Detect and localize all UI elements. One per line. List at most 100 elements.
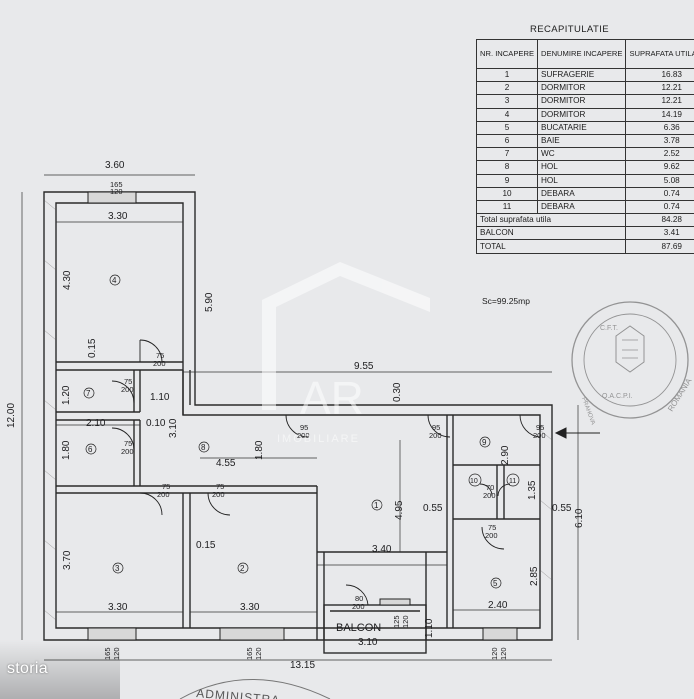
dim-340: 3.40	[372, 544, 392, 555]
dim-hall-length: 9.55	[354, 361, 374, 372]
windows	[87, 191, 518, 641]
stamp-cft: C.F.T.	[600, 325, 618, 332]
recap-cell-suprafata: 0.74	[625, 186, 694, 201]
svg-text:120: 120	[499, 647, 508, 660]
total-value: 87.69	[625, 239, 694, 254]
recap-cell-suprafata: 9.62	[625, 160, 694, 175]
room-number-5: 5	[493, 579, 498, 588]
door-label-entrance: 95	[536, 423, 544, 432]
recap-cell-denumire: BAIE	[537, 133, 627, 149]
storia-brand-logo: storia	[7, 660, 48, 677]
svg-text:200: 200	[297, 431, 310, 440]
svg-text:200: 200	[153, 359, 166, 368]
svg-text:200: 200	[121, 447, 134, 456]
recap-cell-suprafata: 16.83	[625, 67, 694, 83]
recap-cell-denumire: DORMITOR	[537, 81, 627, 96]
svg-text:200: 200	[429, 431, 442, 440]
window-label-balcon: 125	[392, 615, 401, 628]
dim-135: 1.35	[527, 480, 538, 500]
recap-cell-nr: 3	[475, 94, 539, 109]
recap-table: NR. INCAPERE DENUMIRE INCAPERE SUPRAFATA…	[475, 39, 694, 254]
svg-text:200: 200	[533, 431, 546, 440]
dim-room3-width: 3.30	[108, 602, 128, 613]
recap-cell-suprafata: 2.52	[625, 147, 694, 162]
dim-balcon-width: 3.10	[358, 637, 378, 648]
watermark-logo: AR IMOBILIARE	[262, 262, 430, 445]
recap-cell-denumire: DEBARA	[537, 199, 627, 215]
recap-cell-denumire: DORMITOR	[537, 107, 627, 122]
door-label-10: 70	[486, 483, 494, 492]
door-label-5: 75	[488, 523, 496, 532]
total-util-row: Total suprafata utila 84.28	[475, 213, 694, 228]
recap-title: RECAPITULATIE	[530, 24, 609, 35]
recap-header-row: NR. INCAPERE DENUMIRE INCAPERE SUPRAFATA…	[475, 39, 694, 69]
recap-cell-nr: 6	[475, 133, 539, 149]
entrance-arrow	[554, 427, 600, 439]
recap-cell-nr: 8	[475, 160, 539, 175]
svg-text:200: 200	[212, 490, 225, 499]
room-number-6: 6	[88, 445, 93, 454]
room-number-4: 4	[112, 276, 117, 285]
recap-cell-nr: 10	[475, 186, 539, 201]
dim-495: 4.95	[394, 500, 405, 520]
svg-text:200: 200	[485, 531, 498, 540]
dim-015-mid: 0.15	[196, 540, 216, 551]
dim-top-width: 3.60	[105, 160, 125, 171]
watermark-imobiliare: IMOBILIARE	[277, 433, 360, 445]
dim-wc-height: 1.20	[61, 385, 72, 405]
doors	[111, 339, 541, 606]
total-label: TOTAL	[475, 239, 627, 254]
dim-290: 2.90	[500, 445, 511, 465]
dimension-lines	[21, 174, 579, 661]
dim-210: 2.10	[86, 418, 106, 429]
recap-cell-suprafata: 6.36	[625, 120, 694, 135]
recap-cell-denumire: WC	[537, 147, 627, 162]
dim-bath-height: 1.80	[61, 440, 72, 460]
room-number-2: 2	[240, 564, 245, 573]
dim-310: 3.10	[168, 418, 179, 438]
recap-cell-nr: 11	[475, 199, 539, 215]
recap-cell-denumire: HOL	[537, 160, 627, 175]
svg-text:120: 120	[110, 187, 123, 196]
dim-110: 1.10	[150, 392, 170, 403]
door-label-3: 75	[162, 482, 170, 491]
recap-cell-suprafata: 3.78	[625, 133, 694, 149]
dim-590: 5.90	[204, 292, 215, 312]
dim-room4-width: 3.30	[108, 211, 128, 222]
dim-180: 1.80	[254, 440, 265, 460]
total-util-label: Total suprafata utila	[475, 213, 627, 228]
recap-cell-nr: 4	[475, 107, 539, 122]
room-markers: 4 7 6 8 1 2 3 9 5 10 11	[83, 274, 520, 589]
recap-cell-denumire: HOL	[537, 173, 627, 188]
recap-cell-denumire: DEBARA	[537, 186, 627, 201]
room-number-8: 8	[201, 443, 206, 452]
recap-cell-denumire: BUCATARIE	[537, 120, 627, 135]
room-number-3: 3	[115, 564, 120, 573]
window-label-bottom-right: 120	[490, 647, 499, 660]
balcon-row-value: 3.41	[625, 226, 694, 241]
svg-text:200: 200	[121, 385, 134, 394]
dim-010: 0.10	[146, 418, 166, 429]
dim-kitchen-width: 2.40	[488, 600, 508, 611]
svg-text:200: 200	[352, 602, 365, 611]
window-label-top: 165	[110, 180, 123, 189]
recap-cell-nr: 1	[475, 67, 539, 83]
recap-cell-nr: 2	[475, 81, 539, 96]
svg-text:120: 120	[254, 647, 263, 660]
door-label-balcon: 80	[355, 594, 363, 603]
header-suprafata: SUPRAFATA UTILA (mp)	[625, 39, 694, 69]
dim-455: 4.55	[216, 458, 236, 469]
room-number-9: 9	[482, 438, 487, 447]
total-row: TOTAL 87.69	[475, 239, 694, 254]
dim-370: 3.70	[62, 550, 73, 570]
